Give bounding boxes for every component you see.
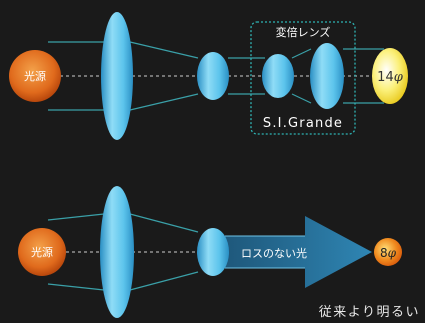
top-optical-path: 光源 変倍レンズ S.I.Grande 14φ — [9, 12, 408, 140]
top-zoom-lens-1 — [262, 54, 294, 98]
top-light-source: 光源 — [9, 50, 61, 102]
top-output-value: 14 — [377, 70, 394, 85]
bottom-relay-lens — [197, 228, 229, 276]
bottom-optical-path: ロスのない光 光源 8φ — [18, 186, 402, 318]
top-zoom-lens-2 — [310, 43, 344, 109]
zoom-lens-box — [250, 21, 356, 135]
top-beam-lines — [48, 41, 384, 111]
top-output-spot: 14φ — [372, 48, 408, 104]
top-source-label: 光源 — [24, 69, 46, 83]
caption-brighter: 従来より明るい — [319, 305, 420, 320]
zoom-lens-label: 変倍レンズ — [276, 25, 331, 39]
svg-text:14φ: 14φ — [377, 70, 404, 85]
bottom-source-label: 光源 — [31, 245, 53, 259]
top-condenser-lens — [101, 12, 133, 140]
bottom-output-unit: φ — [388, 246, 397, 260]
bottom-beam-lines — [47, 213, 199, 291]
lossless-light-arrow — [225, 216, 372, 288]
svg-text:8φ: 8φ — [380, 246, 397, 260]
bottom-condenser-lens — [100, 186, 134, 318]
bottom-output-value: 8 — [380, 246, 388, 260]
bottom-output-spot: 8φ — [374, 238, 402, 266]
top-output-unit: φ — [394, 70, 404, 85]
arrow-label: ロスのない光 — [241, 246, 307, 260]
product-name: S.I.Grande — [263, 116, 343, 131]
top-relay-lens — [197, 52, 229, 100]
bottom-light-source: 光源 — [18, 228, 66, 276]
